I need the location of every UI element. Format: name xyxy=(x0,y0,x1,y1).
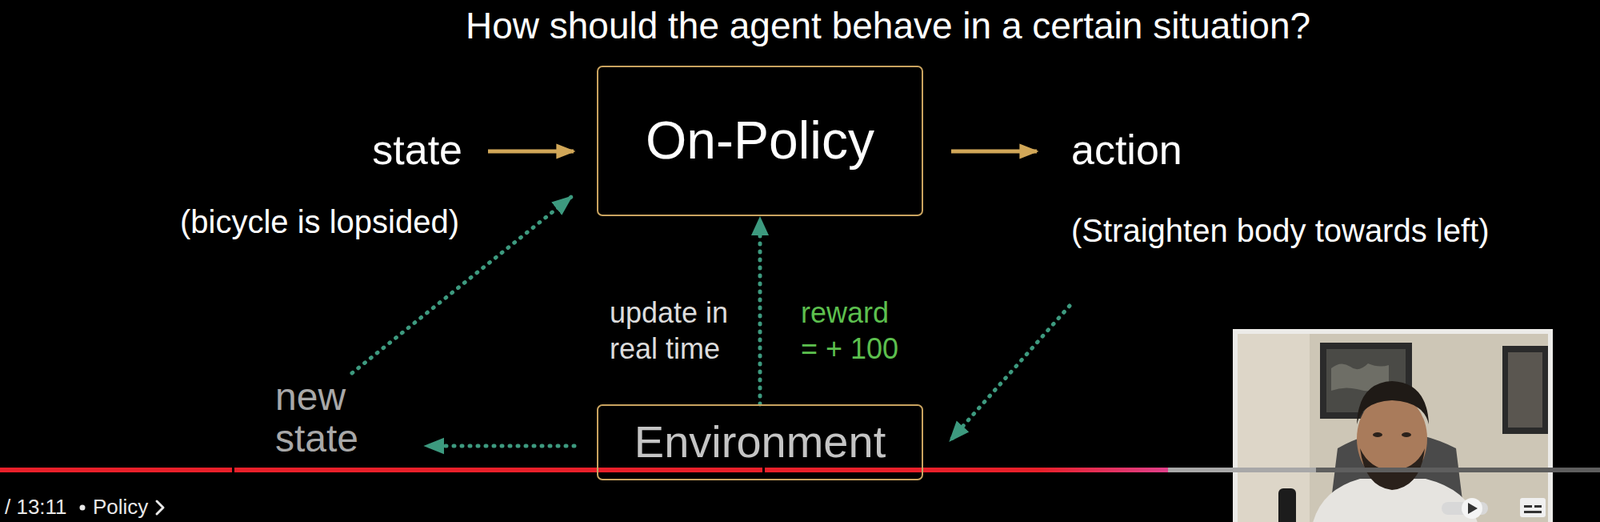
arrow-head xyxy=(751,216,769,236)
video-time: / 13:11 xyxy=(4,495,68,520)
chapter-name: Policy xyxy=(92,495,148,520)
state-example: (bicycle is lopsided) xyxy=(180,203,460,240)
dotted-line xyxy=(758,232,763,404)
webcam-overlay xyxy=(1232,328,1553,522)
input-arrow xyxy=(488,149,574,154)
policy-box: On-Policy xyxy=(596,65,924,216)
chevron-icon xyxy=(156,500,164,514)
new-state-label: new state xyxy=(275,376,380,460)
input-label: state xyxy=(372,126,463,175)
progress-bar xyxy=(0,467,1600,472)
reward-label: reward = + 100 xyxy=(800,294,907,367)
autoplay-toggle xyxy=(1441,497,1488,519)
environment-box: Environment xyxy=(596,404,924,480)
action-example: (Straighten body towards left) xyxy=(1071,209,1520,252)
environment-to-state-arrow xyxy=(425,444,575,448)
node-label: On-Policy xyxy=(645,110,875,172)
captions-icon xyxy=(1520,497,1546,517)
action-to-environment-arrow xyxy=(950,305,1070,440)
node-label: Environment xyxy=(634,416,886,468)
output-label: action xyxy=(1071,126,1183,175)
update-note: update in real time xyxy=(609,294,746,367)
diagram-title: How should the agent behave in a certain… xyxy=(465,4,1311,48)
separator-dot xyxy=(80,504,86,511)
feedback-connector xyxy=(751,216,769,404)
output-arrow xyxy=(951,149,1037,154)
